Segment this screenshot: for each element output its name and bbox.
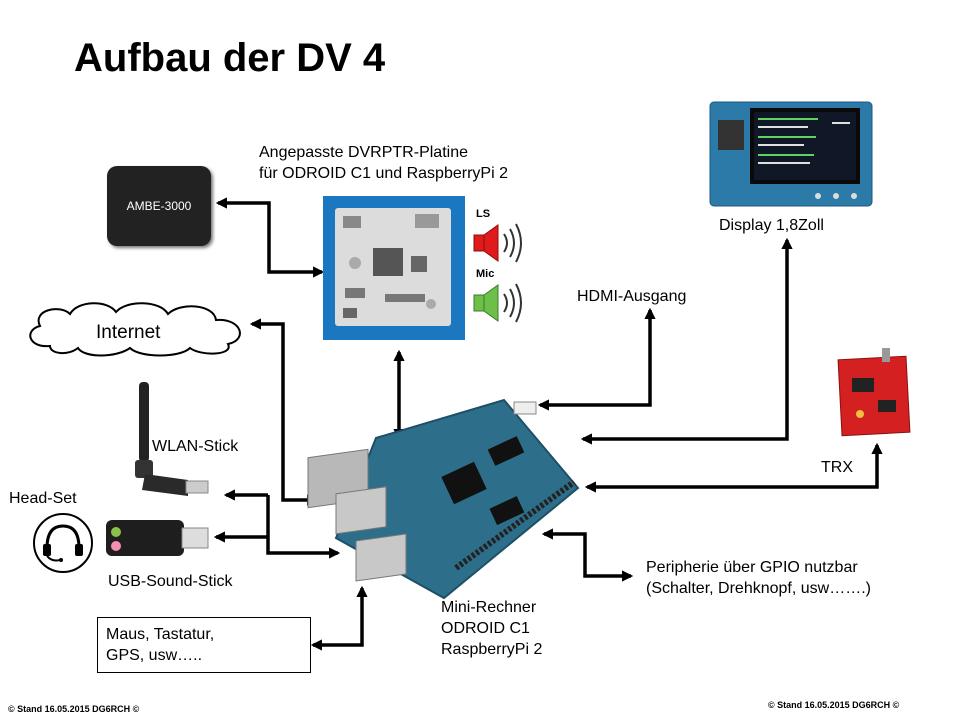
peripherie-caption: Peripherie über GPIO nutzbar (Schalter, … bbox=[646, 557, 871, 599]
mini-computer-caption: Mini-Rechner ODROID C1 RaspberryPi 2 bbox=[441, 597, 542, 660]
input-devices-box: Maus, Tastatur, GPS, usw….. bbox=[97, 617, 311, 673]
footer-right: © Stand 16.05.2015 DG6RCH © bbox=[768, 700, 900, 710]
hdmi-label: HDMI-Ausgang bbox=[577, 288, 687, 305]
display-module-image bbox=[709, 101, 873, 207]
arrow-display bbox=[580, 237, 793, 445]
speaker-mic-icon bbox=[473, 283, 522, 323]
input-line2: GPS, usw….. bbox=[106, 647, 203, 664]
mini-caption-line1: Mini-Rechner bbox=[441, 599, 537, 616]
peripherie-line1: Peripherie über GPIO nutzbar bbox=[646, 559, 858, 576]
arrow-trx bbox=[584, 442, 883, 493]
mic-label: Mic bbox=[476, 268, 495, 280]
arrow-hdmi bbox=[537, 307, 656, 411]
ambe-label: AMBE-3000 bbox=[126, 199, 192, 213]
input-line1: Maus, Tastatur, bbox=[106, 626, 215, 643]
arrow-ambe-platine bbox=[215, 197, 325, 278]
arrow-gpio bbox=[541, 528, 634, 582]
ambe-3000-chip: AMBE-3000 bbox=[107, 166, 211, 246]
wlan-stick-icon bbox=[135, 382, 209, 496]
usb-sound-stick-icon bbox=[106, 520, 209, 556]
trx-label: TRX bbox=[821, 459, 853, 476]
trx-module-image bbox=[837, 348, 911, 437]
internet-cloud-icon bbox=[29, 302, 241, 357]
mini-caption-line2: ODROID C1 bbox=[441, 620, 530, 637]
platine-caption-line1: Angepasste DVRPTR-Platine bbox=[259, 144, 468, 161]
page-title: Aufbau der DV 4 bbox=[74, 36, 386, 80]
display-label: Display 1,8Zoll bbox=[719, 217, 824, 234]
arrow-internet-board bbox=[249, 318, 319, 506]
internet-label: Internet bbox=[96, 322, 161, 343]
headset-icon bbox=[33, 513, 93, 573]
peripherie-line2: (Schalter, Drehknopf, usw…….) bbox=[646, 580, 871, 597]
speaker-ls-icon bbox=[473, 223, 522, 263]
wlan-label: WLAN-Stick bbox=[152, 438, 239, 455]
ls-label: LS bbox=[476, 208, 491, 220]
arrow-input-board bbox=[310, 585, 368, 651]
mini-computer-board-image bbox=[307, 398, 580, 600]
footer-left: © Stand 16.05.2015 DG6RCH © bbox=[8, 704, 140, 714]
dvrptr-board-image bbox=[323, 196, 465, 340]
usb-sound-label: USB-Sound-Stick bbox=[108, 573, 233, 590]
platine-caption: Angepasste DVRPTR-Platine für ODROID C1 … bbox=[259, 142, 508, 184]
headset-label: Head-Set bbox=[9, 490, 77, 507]
mini-caption-line3: RaspberryPi 2 bbox=[441, 641, 543, 658]
platine-caption-line2: für ODROID C1 und RaspberryPi 2 bbox=[259, 165, 508, 182]
